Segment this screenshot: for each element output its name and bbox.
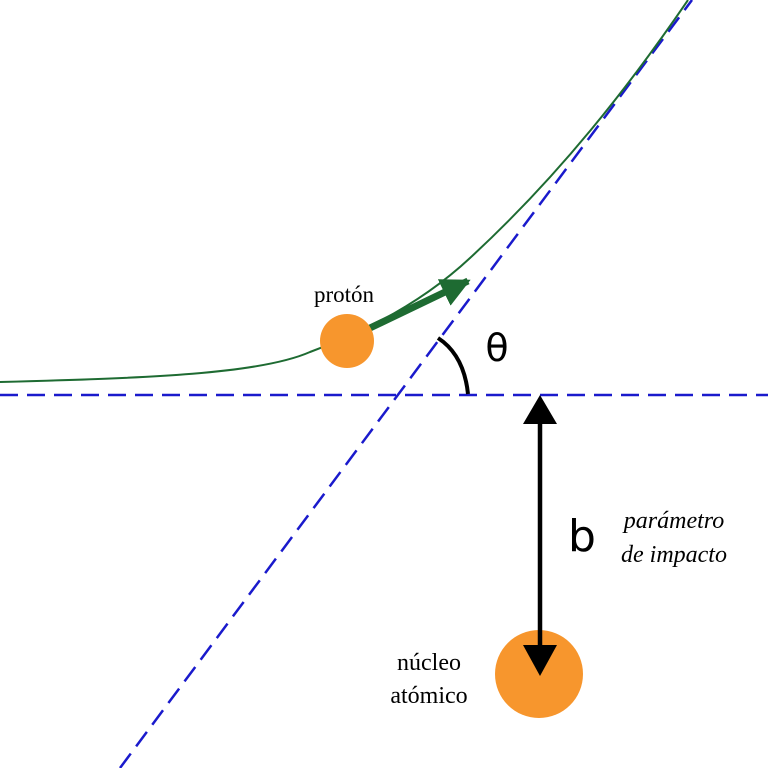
impact-parameter-label-line2: de impacto — [621, 542, 727, 568]
nucleus-label-line2: atómico — [390, 683, 467, 709]
velocity-arrow — [368, 277, 471, 332]
impact-parameter-label-line1: parámetro — [622, 508, 724, 534]
proton-label: protón — [314, 282, 375, 307]
proton-particle — [320, 314, 374, 368]
outgoing-asymptote — [118, 0, 694, 768]
impact-parameter-arrowhead-top — [523, 395, 557, 424]
impact-parameter-arrowhead-bottom — [523, 645, 557, 676]
angle-label: θ — [485, 326, 508, 370]
angle-arc — [436, 336, 470, 395]
impact-parameter-symbol: b — [568, 511, 596, 562]
nucleus-label-line1: núcleo — [397, 650, 461, 676]
